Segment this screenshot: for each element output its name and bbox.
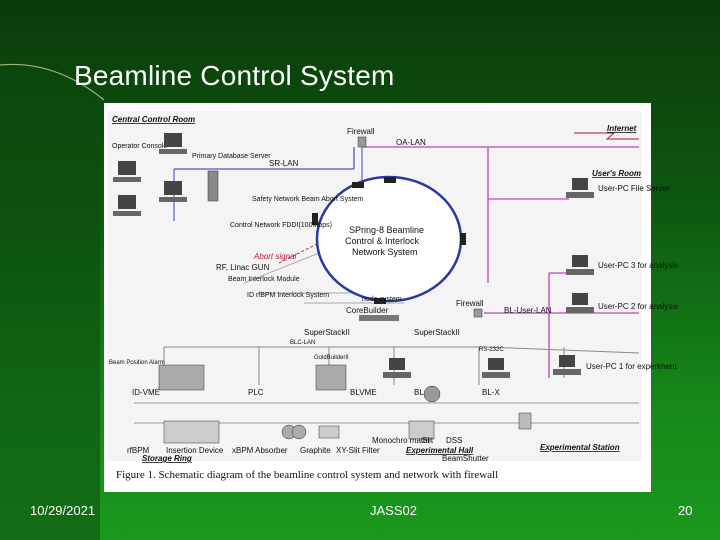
superstack-left-label: SuperStackII: [304, 328, 350, 337]
footer-center-text: JASS02: [370, 503, 417, 518]
users-room-label: User's Room: [592, 169, 641, 178]
equipment-racks: [158, 364, 532, 444]
ring-center-line-1: SPring-8 Beamline: [349, 225, 424, 235]
central-control-room-label: Central Control Room: [112, 115, 195, 124]
abort-signal-label: Abort signal: [253, 252, 296, 261]
corebuilder-label: CoreBuilder: [346, 306, 389, 315]
xbpm-absorber-label: xBPM Absorber: [232, 446, 288, 455]
figure-caption: Figure 1. Schematic diagram of the beaml…: [116, 469, 498, 481]
firewall-mid-icon: [473, 308, 483, 318]
sr-lan-label: SR-LAN: [269, 159, 299, 168]
xy-slit-filter-label: XY-Slit Filter: [336, 446, 380, 455]
plc-label: PLC: [248, 388, 264, 397]
firewall-top-icon: [357, 136, 367, 148]
corebuilder-icon: [359, 315, 399, 321]
ring-switch-blocks: [312, 177, 466, 304]
user-pc-1-label: User-PC 1 for experiment: [586, 362, 677, 371]
id-rfbpm-label: ID rfBPM Interlock System: [247, 292, 329, 299]
rfbpm-label: rfBPM: [127, 446, 150, 455]
blvme-label: BLVME: [350, 388, 377, 397]
insertion-device-label: Insertion Device: [166, 446, 224, 455]
primary-db-label: Primary Database Server: [192, 153, 271, 160]
firewall-mid-label: Firewall: [456, 299, 484, 308]
user-pc-file-server-label: User-PC File Server: [598, 184, 670, 193]
network-diagram-figure: SPring-8 Beamline Control & Interlock Ne…: [104, 103, 678, 492]
internet-line: [574, 132, 639, 140]
abort-signal-line: [278, 242, 320, 264]
ring-center-line-3: Network System: [352, 247, 418, 257]
bl-user-lan-label: BL-User-LAN: [504, 306, 552, 315]
beam-position-alarm-label: Beam Position Alarm: [109, 360, 165, 366]
slide-title: Beamline Control System: [74, 60, 395, 91]
beam-interlock-label: Beam Interlock Module: [228, 276, 300, 283]
superstack-right-label: SuperStackII: [414, 328, 460, 337]
footer-date: 10/29/2021: [30, 503, 96, 518]
internet-label: Internet: [607, 124, 637, 133]
monochromator-label: Monochro mator: [372, 436, 431, 445]
control-network-label: Control Network FDDI(100Mbps): [230, 222, 332, 229]
rs232c-label: RS-232C: [479, 347, 504, 353]
dss-label: DSS: [446, 436, 462, 445]
beam-shutter-label: BeamShutter: [442, 454, 489, 463]
storage-ring-label: Storage Ring: [142, 454, 192, 463]
operator-console-label: Operator Console: [112, 143, 167, 150]
node-system-label: node system: [362, 296, 402, 303]
goldbuilder-label: GoldBuilderII: [314, 355, 349, 361]
slit-label: Slit: [422, 436, 434, 445]
operator-console-computers: [113, 133, 219, 216]
ring-center-line-2: Control & Interlock: [345, 236, 420, 246]
oa-lan-label: OA-LAN: [396, 138, 426, 147]
page-number: 20: [678, 503, 693, 518]
rf-linac-label: RF, Linac GUN: [216, 263, 270, 272]
id-vme-label: ID-VME: [132, 388, 160, 397]
firewall-top-label: Firewall: [347, 127, 375, 136]
safety-network-label: Safety Network Beam Abort System: [252, 196, 363, 203]
experimental-station-label: Experimental Station: [540, 443, 620, 452]
graphite-label: Graphite: [300, 446, 331, 455]
user-pc-2-label: User-PC 2 for analysis: [598, 302, 678, 311]
oa-lan-line: [362, 146, 639, 378]
blc-lan-label: BLC-LAN: [290, 340, 315, 346]
experimental-hall-label: Experimental Hall: [406, 446, 474, 455]
bl-x-label: BL-X: [482, 388, 500, 397]
user-pc-icons: [383, 178, 594, 378]
user-pc-3-label: User-PC 3 for analysis: [598, 261, 678, 270]
